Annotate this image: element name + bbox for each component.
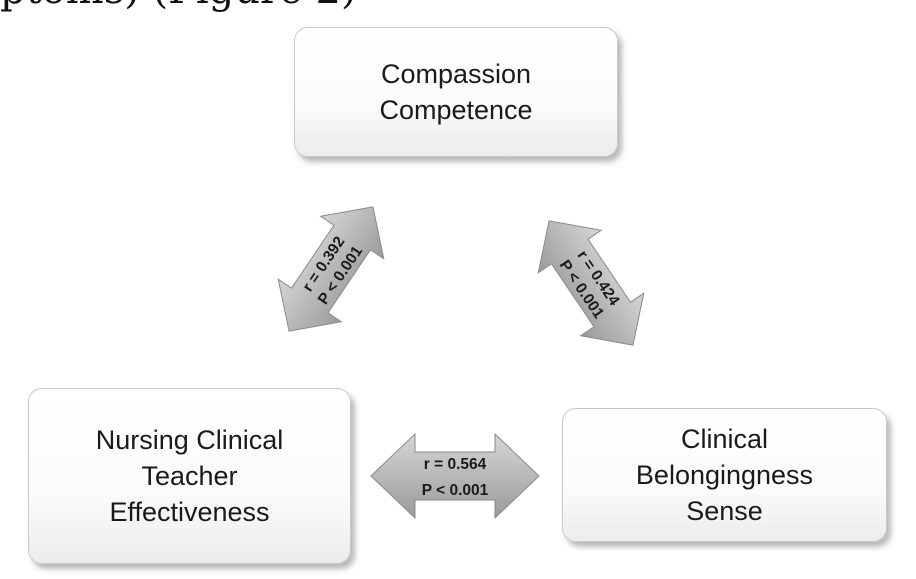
arrow-nursing-belonging-p: P < 0.001: [422, 482, 489, 499]
arrow-compassion-belonging: r = 0.424 P < 0.001: [537, 220, 645, 346]
node-compassion-competence: Compassion Competence: [294, 27, 618, 157]
arrow-compassion-nursing: r = 0.392 P < 0.001: [277, 206, 385, 332]
header-partial-text: ptoms) (Figure 2): [0, 0, 380, 10]
node-belonging-label: Clinical Belongingness Sense: [635, 424, 814, 526]
double-arrow-shape: [277, 206, 385, 332]
arrow-nursing-belonging: r = 0.564 P < 0.001: [370, 432, 540, 520]
node-clinical-belongingness-sense: Clinical Belongingness Sense: [562, 408, 887, 542]
arrow-nursing-belonging-r: r = 0.564: [424, 456, 487, 473]
double-arrow-shape: [537, 220, 645, 346]
node-compassion-label: Compassion Competence: [379, 59, 533, 125]
node-nursing-label: Nursing Clinical Teacher Effectiveness: [95, 425, 284, 527]
node-nursing-clinical-teacher-effectiveness: Nursing Clinical Teacher Effectiveness: [28, 388, 351, 564]
double-arrow-shape: [370, 432, 540, 520]
